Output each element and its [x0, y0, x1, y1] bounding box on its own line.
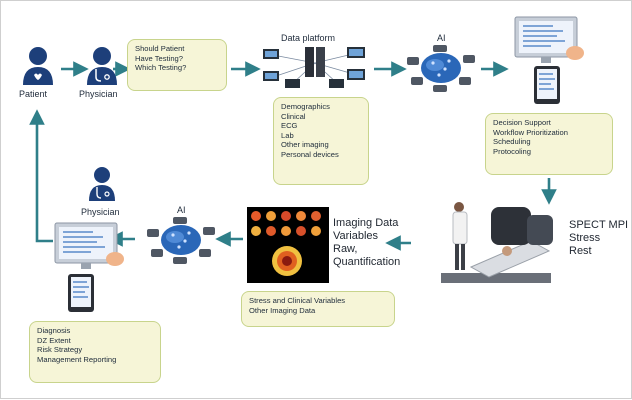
- question-line: Should Patient: [135, 44, 185, 53]
- patient-icon: [23, 47, 53, 85]
- data-source-line: Other imaging: [281, 140, 329, 150]
- spect-line: SPECT MPI: [569, 219, 629, 231]
- decision-line: Workflow Prioritization: [493, 127, 568, 137]
- decision-line: Scheduling: [493, 137, 531, 147]
- question-line: Have Testing?: [135, 53, 183, 63]
- data-platform-label: Data platform: [281, 33, 336, 43]
- diagnosis-line: Management Reporting: [37, 354, 117, 364]
- imaging-line: Imaging Data: [333, 217, 399, 229]
- spect-line: Stress: [569, 232, 601, 244]
- data-source-line: Personal devices: [281, 149, 339, 159]
- decision-line: Protocoling: [493, 146, 531, 156]
- stress-line: Other Imaging Data: [249, 305, 316, 315]
- spect-label: SPECT MPI Stress Rest: [569, 219, 628, 258]
- pet-scan-images-icon: [247, 207, 329, 283]
- diagnosis-line: Risk Strategy: [37, 345, 83, 355]
- diagnosis-line: DZ Extent: [37, 335, 71, 345]
- imaging-line: Raw,: [333, 243, 358, 255]
- arrow-return-loop: [29, 109, 53, 243]
- physician-icon: [87, 47, 117, 85]
- monitor-hand-icon: [514, 16, 584, 63]
- physician-icon: [89, 167, 115, 201]
- physician-bottom-label: Physician: [81, 207, 120, 217]
- physician-top-label: Physician: [79, 89, 118, 99]
- brain-ai-icon: [147, 217, 215, 264]
- tablet-icon: [68, 274, 94, 312]
- ai-bottom-label: AI: [177, 205, 186, 215]
- patient-label: Patient: [19, 89, 48, 99]
- brain-ai-icon: [407, 45, 475, 92]
- spect-scanner-icon: [441, 202, 553, 283]
- data-source-line: Clinical: [281, 111, 306, 121]
- spect-line: Rest: [569, 245, 592, 257]
- tablet-icon: [534, 66, 560, 104]
- monitor-hand-icon: [54, 222, 124, 269]
- data-source-line: Lab: [281, 130, 294, 140]
- question-box: Should Patient Have Testing? Which Testi…: [127, 39, 227, 91]
- data-source-line: Demographics: [281, 102, 330, 111]
- stress-variables-box: Stress and Clinical Variables Other Imag…: [241, 291, 395, 327]
- data-source-line: ECG: [281, 121, 298, 131]
- ai-top-label: AI: [437, 33, 446, 43]
- imaging-line: Variables: [333, 230, 379, 242]
- decision-line: Decision Support: [493, 118, 551, 127]
- question-line: Which Testing?: [135, 63, 187, 73]
- diagnosis-line: Diagnosis: [37, 326, 71, 335]
- imaging-label: Imaging Data Variables Raw, Quantificati…: [333, 217, 400, 269]
- server-network-icon: [263, 47, 365, 88]
- decision-support-box: Decision Support Workflow Prioritization…: [485, 113, 613, 175]
- diagnosis-box: Diagnosis DZ Extent Risk Strategy Manage…: [29, 321, 161, 383]
- stress-line: Stress and Clinical Variables: [249, 296, 346, 305]
- data-sources-box: Demographics Clinical ECG Lab Other imag…: [273, 97, 369, 185]
- imaging-line: Quantification: [333, 256, 401, 268]
